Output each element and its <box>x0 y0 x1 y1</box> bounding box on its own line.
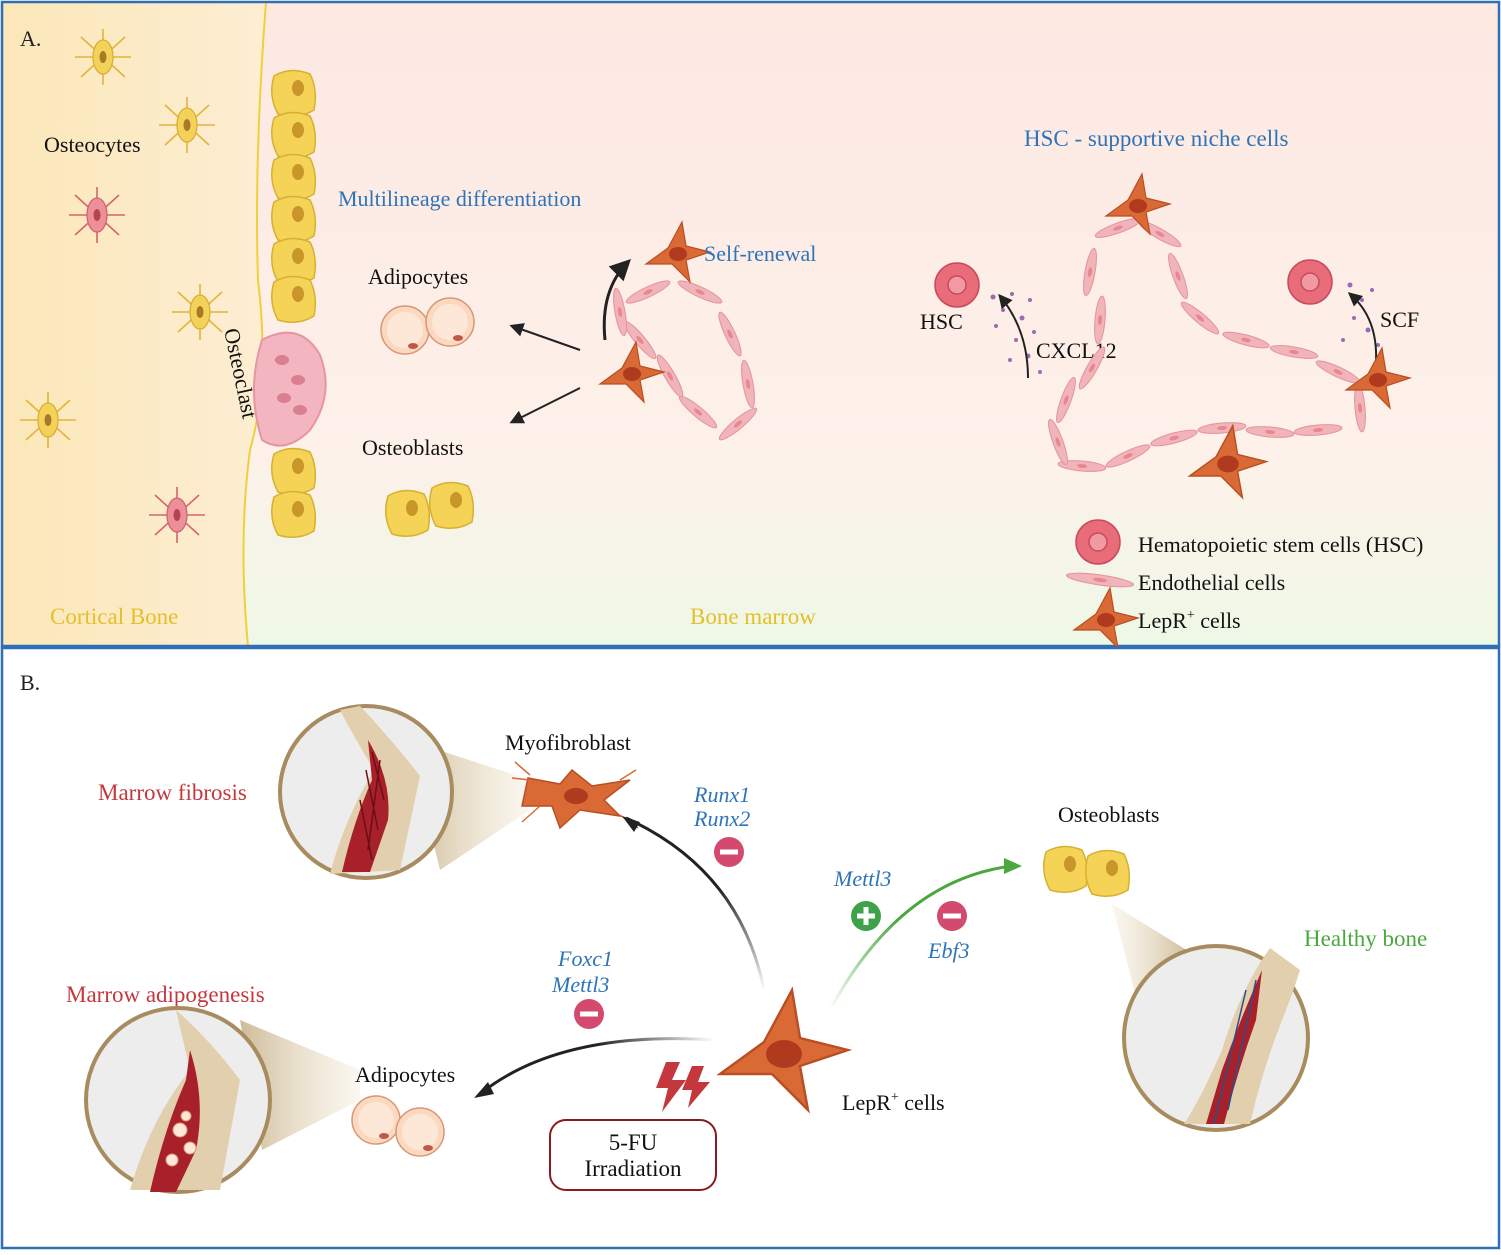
healthy-bone-label: Healthy bone <box>1304 926 1427 951</box>
arrow-to-myofibroblast <box>625 816 766 991</box>
adipogenesis-bone-circle <box>84 1006 272 1194</box>
osteocytes-label: Osteocytes <box>44 132 141 157</box>
marrow-fibrosis-label: Marrow fibrosis <box>98 780 247 805</box>
cortical-bone-label: Cortical Bone <box>50 604 178 629</box>
runx2-label: Runx2 <box>693 806 750 831</box>
scf-arrow <box>1347 292 1378 363</box>
multilineage-label: Multilineage differentiation <box>338 186 581 211</box>
arrow-head-myofibroblast <box>622 816 640 832</box>
panel-b-label: B. <box>20 670 40 695</box>
foxc1-minus-icon <box>574 999 604 1029</box>
marrow-adipogenesis-label: Marrow adipogenesis <box>66 982 265 1007</box>
osteoblast-b1 <box>1043 845 1089 893</box>
myofibroblast-cell <box>511 761 639 830</box>
arrow-to-adipocytes-b <box>479 1037 715 1096</box>
osteoclast-cell <box>253 331 327 447</box>
adipocyte-a2 <box>425 297 475 347</box>
lepr-label-b: LepR+ cells <box>842 1090 945 1115</box>
hsc-cell-1 <box>934 262 980 308</box>
adipocyte-b1 <box>351 1095 401 1145</box>
healthy-zoom-cone <box>1112 904 1190 1020</box>
mettl3-adipo-label: Mettl3 <box>551 972 609 997</box>
mettl3-plus-icon <box>851 901 881 931</box>
arrow-to-adipocytes <box>509 323 581 351</box>
lining-osteoblasts <box>271 69 317 538</box>
cxcl12-arrow <box>998 293 1029 379</box>
arrow-head-adipocytes <box>474 1082 494 1098</box>
legend-hsc-icon <box>1075 519 1121 565</box>
cortical-bone-region <box>2 2 266 646</box>
osteoblast-a1 <box>385 489 431 537</box>
self-renewal-label: Self-renewal <box>704 241 816 266</box>
ebf3-minus-icon <box>937 901 967 931</box>
arrow-head-osteoblasts <box>1004 858 1022 874</box>
osteoblast-a2 <box>429 481 475 529</box>
adipocyte-b2 <box>395 1107 445 1157</box>
fibrosis-bone-circle <box>278 704 454 880</box>
legend-hsc-label: Hematopoietic stem cells (HSC) <box>1138 532 1423 557</box>
foxc1-label: Foxc1 <box>557 946 613 971</box>
myofibroblast-label: Myofibroblast <box>505 730 631 755</box>
hsc-cell-2 <box>1287 259 1333 305</box>
niche-title: HSC - supportive niche cells <box>1024 126 1289 151</box>
osteoblast-b2 <box>1085 849 1131 897</box>
runx-minus-icon <box>714 837 744 867</box>
lightning-icon <box>656 1062 710 1112</box>
panel-b: B. Marrow fibrosis Myofibroblast Runx1 R… <box>0 646 1501 1250</box>
legend-lepr-label: LepR+ cells <box>1138 608 1241 633</box>
treatment-box: 5-FU Irradiation <box>549 1119 717 1191</box>
panel-a-label: A. <box>20 26 41 51</box>
mettl3-osteo-label: Mettl3 <box>833 866 891 891</box>
adipocyte-a1 <box>380 305 430 355</box>
legend: Hematopoietic stem cells (HSC) Endotheli… <box>1065 519 1423 649</box>
adipocytes-label-b: Adipocytes <box>355 1062 455 1087</box>
arrow-to-osteoblasts <box>509 387 581 424</box>
hsc-label: HSC <box>920 309 963 334</box>
arrow-to-osteoblasts-b <box>828 864 1013 1011</box>
healthy-bone-circle <box>1122 944 1310 1132</box>
runx1-label: Runx1 <box>693 782 750 807</box>
self-renewal-arrow <box>602 259 631 341</box>
bone-marrow-label: Bone marrow <box>690 604 816 629</box>
ebf3-label: Ebf3 <box>927 938 970 963</box>
adipocytes-label-a: Adipocytes <box>368 264 468 289</box>
panel-a: A. Osteocytes Osteoclast Mul <box>0 0 1501 649</box>
osteoblasts-label-b: Osteoblasts <box>1058 802 1159 827</box>
legend-endothelial-label: Endothelial cells <box>1138 570 1285 595</box>
irradiation-label: Irradiation <box>584 1156 682 1181</box>
panel-a-frame <box>0 0 1501 648</box>
osteoblasts-label-a: Osteoblasts <box>362 435 463 460</box>
scf-label: SCF <box>1380 307 1419 332</box>
fu-label: 5-FU <box>609 1130 658 1155</box>
